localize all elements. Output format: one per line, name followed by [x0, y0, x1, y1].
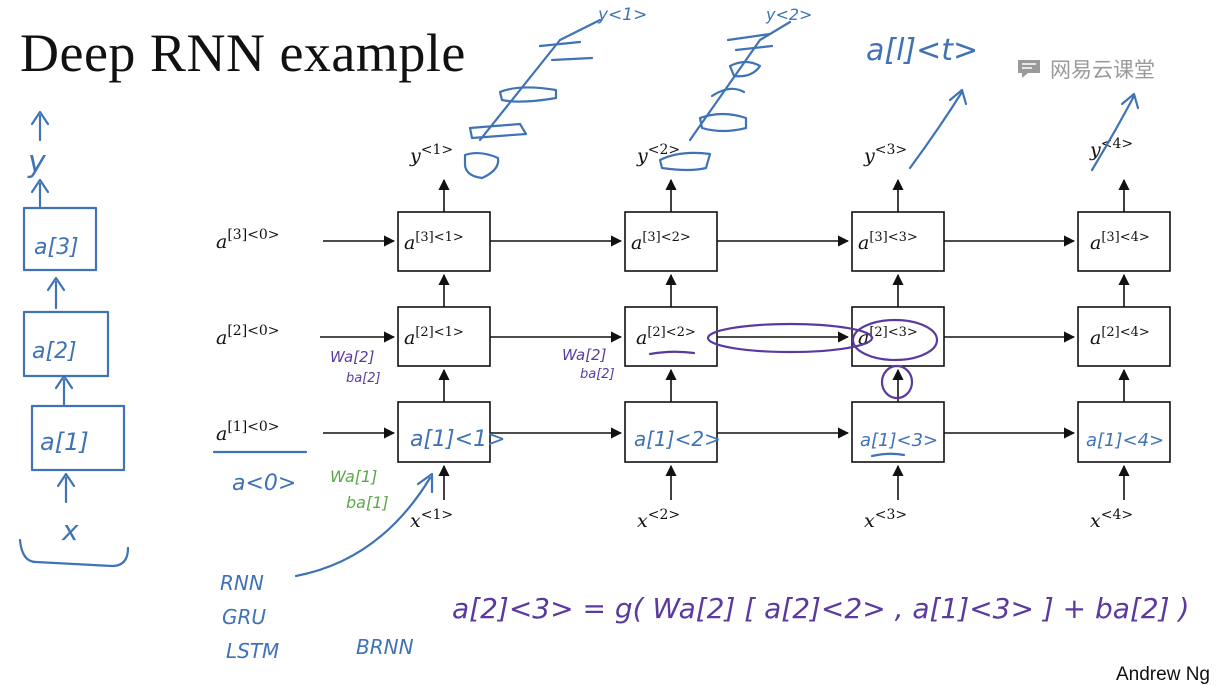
hw-a0: a<0> — [232, 471, 296, 496]
input-3: x<3> — [864, 507, 907, 532]
input-1: x<1> — [410, 507, 453, 532]
hw-wa1: Wa[1] — [330, 467, 377, 486]
cell-label-2-3: a[2]<3> — [858, 325, 918, 349]
left-box-3 — [22, 206, 98, 272]
hw-ba1: ba[1] — [346, 493, 389, 512]
scribble-box-2 — [468, 122, 528, 140]
left-arrow-1 — [54, 374, 74, 406]
author-name: Andrew Ng — [1116, 664, 1210, 685]
cell-1-4 — [1077, 401, 1171, 463]
cell-label-3-3: a[3]<3> — [858, 230, 918, 254]
scribble-box-3 — [498, 86, 558, 103]
arrowhead-y4 — [1120, 92, 1140, 110]
output-2: y<2> — [636, 142, 680, 167]
hw-top-outputs: y<1> y<2> a[l]<t> — [463, 5, 1140, 180]
hw-left-a2: a[2] — [32, 339, 77, 364]
arrow-over-y4 — [1090, 94, 1136, 172]
circle-cell-2-3 — [851, 318, 939, 362]
cell-label-2-4: a[2]<4> — [1090, 325, 1150, 349]
cell-3-1 — [397, 211, 491, 272]
circle-vertical-arrow — [880, 364, 914, 400]
scribble-arc — [710, 87, 746, 98]
output-3: y<3> — [863, 142, 907, 167]
left-arrow-y — [30, 110, 50, 142]
layer-3-row — [397, 211, 1171, 272]
hw-cell-1-1: a[1]<1> — [410, 427, 506, 452]
cell-label-3-4: a[3]<4> — [1090, 230, 1150, 254]
outputs: y<1> y<2> y<3> y<4> — [409, 136, 1133, 167]
cell-2-4 — [1077, 306, 1171, 367]
layer-1-row — [397, 401, 1171, 463]
hw-rnn: RNN — [220, 571, 264, 595]
left-box-2 — [22, 310, 110, 378]
hw-y1-top: y<1> — [597, 5, 647, 25]
scribble-box-6 — [728, 60, 762, 78]
scribble-box-5 — [698, 112, 748, 133]
input-4: x<4> — [1090, 507, 1133, 532]
chat-bubble-icon — [1018, 60, 1040, 78]
circle-recurrent-arrow — [706, 322, 874, 354]
initial-state-3: a[3]<0> — [216, 227, 280, 253]
cell-label-2-1: a[2]<1> — [404, 325, 464, 349]
hw-gru: GRU — [222, 605, 266, 629]
horizontal-arrows — [320, 235, 1076, 439]
cell-1-3 — [851, 401, 945, 463]
hw-wa2-b: Wa[2] — [562, 346, 607, 364]
arrow-over-y3 — [908, 90, 964, 170]
hw-lstm: LSTM — [226, 639, 279, 663]
hw-cell-1-4: a[1]<4> — [1086, 430, 1164, 451]
cell-label-2-2: a[2]<2> — [636, 325, 696, 349]
hw-cell-types: RNN GRU LSTM BRNN — [220, 472, 434, 663]
scribble-box-4 — [658, 151, 712, 172]
scribble-arrow-1 — [478, 18, 602, 142]
cell-label-3-2: a[3]<2> — [631, 230, 691, 254]
output-1: y<1> — [409, 142, 453, 167]
scribble-box-1 — [463, 151, 500, 180]
left-box-1 — [30, 404, 126, 472]
left-arrow-2 — [46, 276, 66, 310]
left-arrow-x — [56, 472, 76, 504]
hw-ba2-b: ba[2] — [580, 367, 615, 382]
hw-brnn: BRNN — [356, 635, 414, 659]
hw-left-x: x — [61, 514, 79, 547]
hw-wa2-a: Wa[2] — [330, 348, 375, 366]
watermark: 网易云课堂 — [1016, 54, 1155, 84]
hw-cell-1-3: a[1]<3> — [860, 430, 938, 451]
hw-al-t: a[l]<t> — [866, 33, 978, 68]
left-brace — [18, 538, 130, 568]
hw-ba2-a: ba[2] — [346, 371, 381, 386]
scribble-arrow-2 — [688, 20, 792, 142]
underline-2-2 — [648, 350, 696, 356]
hw-cell-1-2: a[1]<2> — [634, 427, 721, 451]
hw-left-a1: a[1] — [40, 428, 89, 456]
initial-state-2: a[2]<0> — [216, 323, 280, 349]
hw-left-stack: y a[3] a[2] a[1] x — [18, 110, 130, 568]
initial-state-1: a[1]<0> — [216, 419, 280, 445]
scribble-lines-1 — [538, 40, 594, 62]
hw-purple-annotations: Wa[2] ba[2] Wa[2] ba[2] a[2]<3> = g( Wa[… — [330, 318, 1189, 625]
inputs: x<1> x<2> x<3> x<4> — [410, 507, 1133, 532]
hw-left-y: y — [27, 145, 47, 180]
cell-labels: a[3]<1> a[3]<2> a[3]<3> a[3]<4> a[2]<1> … — [404, 230, 1150, 349]
cell-2-2 — [624, 306, 718, 367]
hw-y2-top: y<2> — [765, 5, 812, 24]
handwritten-layer1-labels: a[1]<1> a[1]<2> a[1]<3> a[1]<4> — [410, 427, 1164, 458]
arrowhead-cell — [416, 472, 434, 494]
vertical-arrows — [438, 178, 1130, 500]
input-2: x<2> — [637, 507, 680, 532]
cell-label-3-1: a[3]<1> — [404, 230, 464, 254]
cell-1-1 — [397, 401, 491, 463]
left-arrow-3 — [30, 178, 50, 208]
slide-title: Deep RNN example — [20, 23, 466, 83]
arrow-to-cell — [294, 476, 432, 578]
arrowhead-y3 — [948, 88, 968, 106]
hw-left-a3: a[3] — [34, 235, 79, 260]
hw-equation: a[2]<3> = g( Wa[2] [ a[2]<2> , a[1]<3> ]… — [452, 592, 1189, 625]
underline-1-3 — [870, 452, 906, 458]
watermark-text: 网易云课堂 — [1050, 58, 1155, 82]
scribble-lines-2 — [726, 32, 774, 52]
